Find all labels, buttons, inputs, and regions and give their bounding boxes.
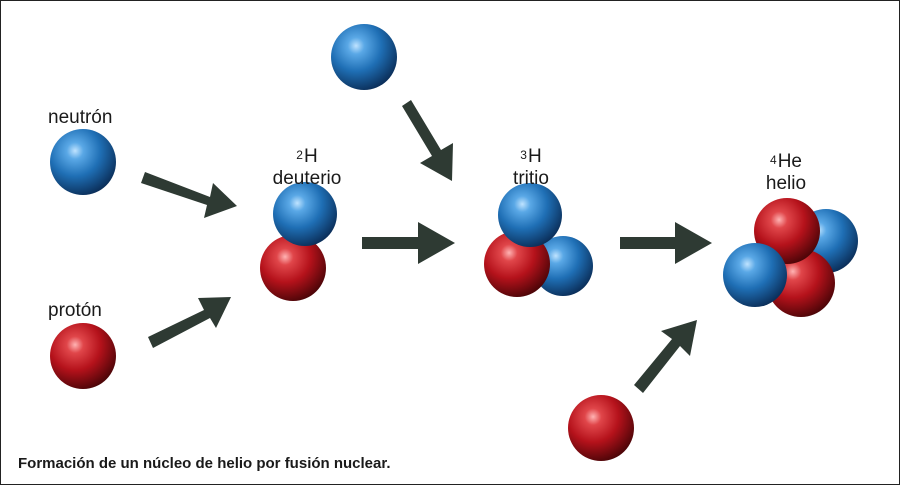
neutron-label: neutrón — [48, 107, 113, 128]
tritium-isotope: 3H — [513, 146, 549, 168]
incoming-proton-particle — [568, 395, 634, 461]
deuterium-mass-number: 2 — [296, 148, 303, 162]
neutron-particle — [50, 129, 116, 195]
deuterium-symbol: H — [303, 146, 318, 167]
tritium-nucleus — [484, 183, 593, 297]
helium-nucleus — [723, 198, 858, 317]
tritium-name: tritio — [513, 168, 549, 189]
deuterium-label: 2H deuterio — [273, 146, 342, 190]
arrow-neutron-to-deuterium — [141, 172, 237, 218]
tritium-symbol: H — [527, 146, 542, 167]
arrow-neutron-to-tritium — [402, 100, 453, 181]
arrow-proton-to-helium — [634, 320, 697, 393]
deuterium-isotope: 2H — [273, 146, 342, 168]
incoming-neutron-particle — [331, 24, 397, 90]
helium-isotope: 4He — [766, 151, 806, 173]
helium-label: 4He helio — [766, 151, 806, 195]
proton-particle — [50, 323, 116, 389]
helium-symbol: He — [777, 151, 802, 172]
proton-label: protón — [48, 300, 102, 321]
figure-caption: Formación de un núcleo de helio por fusi… — [18, 455, 391, 472]
arrow-proton-to-deuterium — [148, 297, 231, 348]
helium-name: helio — [765, 173, 807, 194]
arrow-deuterium-to-tritium — [362, 222, 455, 264]
helium-mass-number: 4 — [770, 153, 777, 167]
tritium-mass-number: 3 — [520, 148, 527, 162]
deuterium-nucleus — [260, 182, 337, 301]
tritium-label: 3H tritio — [513, 146, 549, 190]
arrow-tritium-to-helium — [620, 222, 712, 264]
deuterium-name: deuterio — [272, 168, 342, 189]
